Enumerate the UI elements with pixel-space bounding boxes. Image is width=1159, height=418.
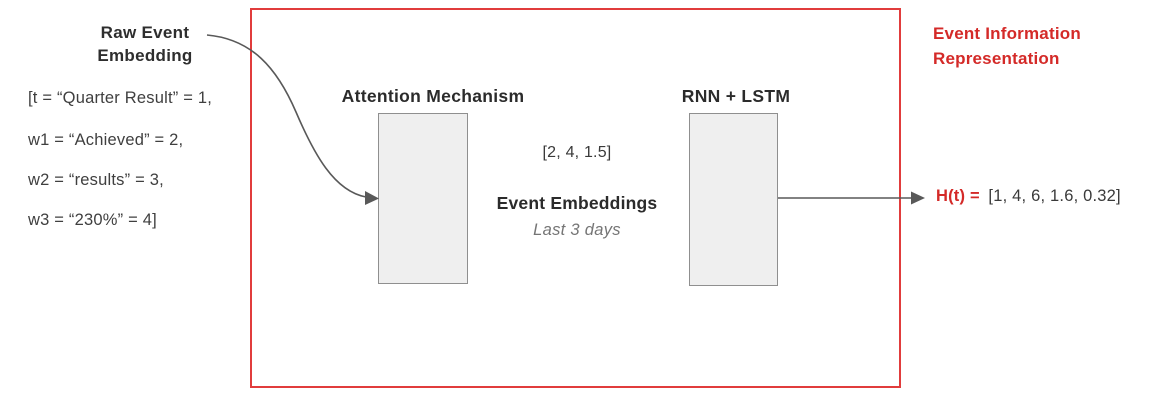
rnn-lstm-label: RNN + LSTM xyxy=(681,86,791,106)
caption-line1: Event Information xyxy=(933,24,1081,43)
raw-event-embedding-title: Raw Event Embedding xyxy=(45,21,245,67)
attention-mechanism-label: Attention Mechanism xyxy=(341,86,525,106)
event-embeddings-label: Event Embeddings xyxy=(496,193,658,213)
raw-event-embedding-title-line1: Raw Event xyxy=(100,23,190,42)
token-line-w3: w3 = “230%” = 4] xyxy=(28,211,157,229)
caption-line2: Representation xyxy=(933,49,1060,68)
output-line: H(t) = [1, 4, 6, 1.6, 0.32] xyxy=(936,187,1121,206)
rnn-lstm-box xyxy=(689,113,778,286)
event-information-representation-caption: Event Information Representation xyxy=(933,21,1153,71)
token-line-w2: w2 = “results” = 3, xyxy=(28,171,164,189)
token-line-t: [t = “Quarter Result” = 1, xyxy=(28,89,213,107)
raw-event-embedding-title-line2: Embedding xyxy=(97,46,193,65)
embedding-vector-text: [2, 4, 1.5] xyxy=(542,144,612,161)
straight-arrow-head-icon xyxy=(911,191,925,205)
output-vector-value: [1, 4, 6, 1.6, 0.32] xyxy=(988,187,1121,205)
attention-mechanism-box xyxy=(378,113,468,284)
output-h-t-label: H(t) = xyxy=(936,187,980,205)
last-3-days-sublabel: Last 3 days xyxy=(533,221,621,239)
token-line-w1: w1 = “Achieved” = 2, xyxy=(28,131,184,149)
